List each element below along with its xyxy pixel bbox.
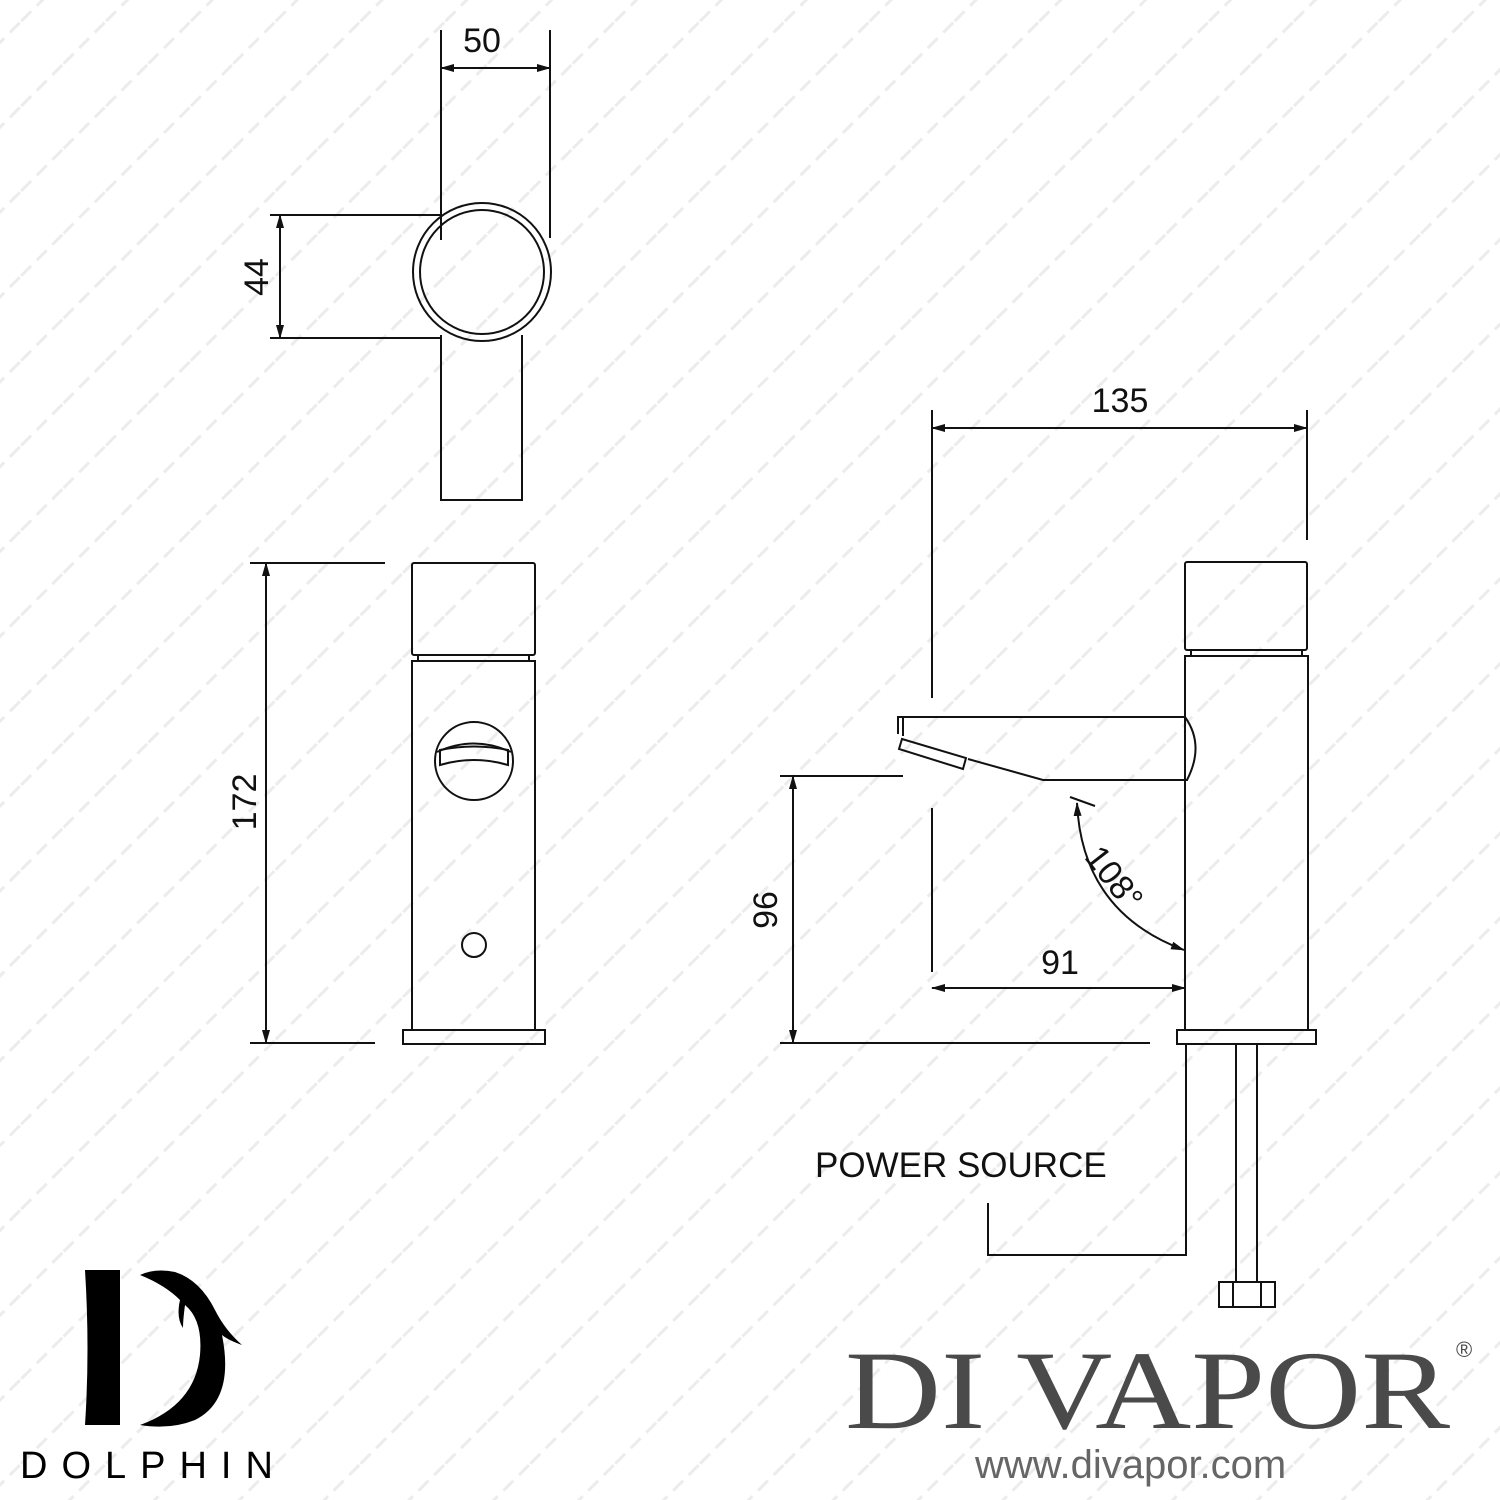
dolphin-brand-name: DOLPHIN (20, 1445, 287, 1487)
angle-arc (1073, 802, 1185, 951)
divapor-url: www.divapor.com (974, 1443, 1286, 1487)
divapor-brand-name: DI VAPOR (845, 1329, 1450, 1453)
dimension-label-50: 50 (463, 22, 501, 60)
top-view: 50 44 (238, 22, 552, 501)
hose-fitting (1218, 1281, 1276, 1308)
power-source-label: POWER SOURCE (815, 1146, 1107, 1185)
dimension-label-172: 172 (226, 774, 264, 831)
sensor-circle (461, 932, 487, 958)
divapor-logo: DI VAPOR ® www.divapor.com (845, 1329, 1472, 1487)
handle-outer-circle (412, 202, 552, 342)
spout (897, 716, 1197, 781)
dimension-label-91: 91 (1041, 944, 1079, 982)
dimension-label-96: 96 (747, 891, 785, 929)
dimension-label-44: 44 (238, 258, 276, 296)
dolphin-logo: DOLPHIN (20, 1270, 287, 1487)
front-view: 172 (226, 562, 546, 1045)
registered-mark: ® (1456, 1337, 1472, 1362)
power-cable (987, 1044, 1187, 1256)
dimension-label-135: 135 (1092, 382, 1149, 420)
lever-knob (434, 721, 514, 801)
